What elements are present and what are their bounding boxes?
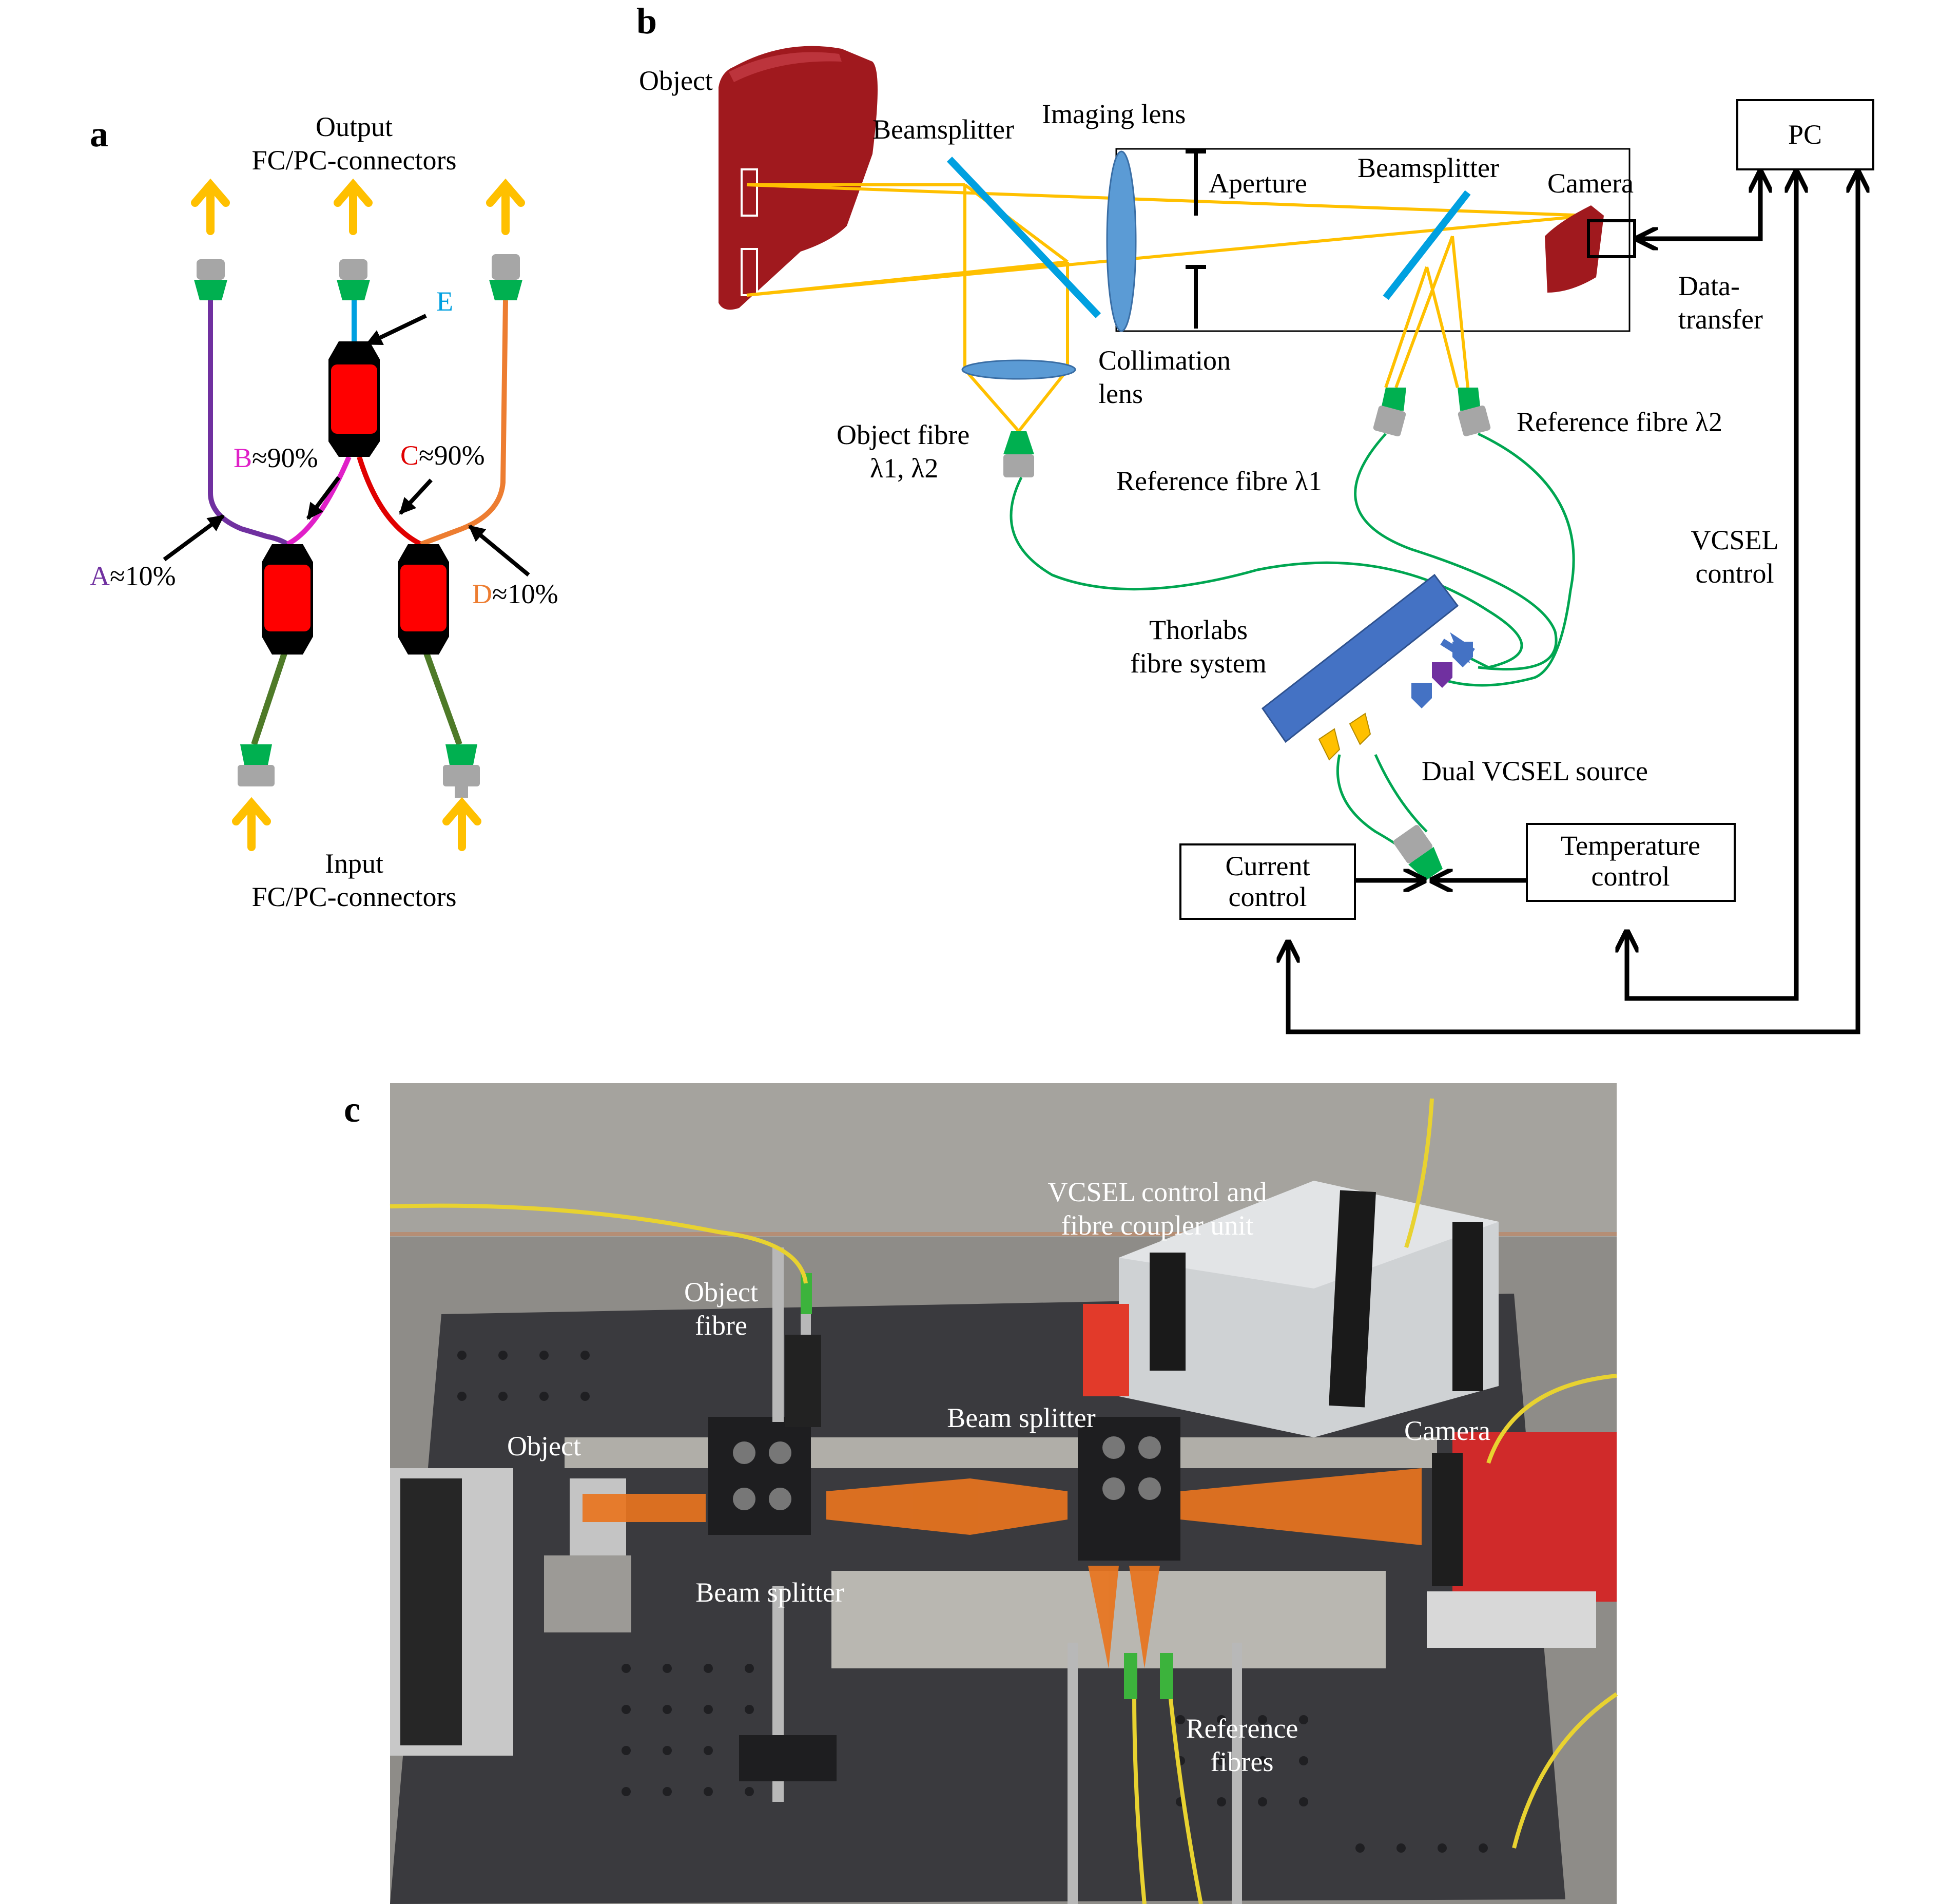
label-data-transfer-2: transfer — [1678, 304, 1763, 335]
object — [719, 46, 878, 310]
fibre-lines — [1010, 432, 1575, 863]
input-arrows — [232, 797, 481, 851]
label-current-control-1: Current — [1226, 851, 1310, 881]
panel-a: a Output FC/PC-connectors — [90, 111, 558, 912]
dual-vcsel-connector — [1393, 825, 1443, 881]
beamsplitter-left — [946, 157, 1101, 318]
label-beamsplitter-right: Beamsplitter — [1357, 152, 1499, 183]
photo-label-camera: Camera — [1404, 1415, 1490, 1446]
fibre-C — [357, 456, 422, 547]
setup-photo — [390, 1083, 1618, 1904]
label-E: E — [436, 286, 453, 317]
data-transfer-line — [1637, 172, 1760, 239]
control-lines — [1288, 172, 1858, 1034]
yellow-fibres — [390, 1098, 1618, 1904]
label-vcsel-control-1: VCSEL — [1691, 525, 1778, 555]
output-label-line2: FC/PC-connectors — [252, 145, 457, 176]
pc-box — [1736, 99, 1874, 170]
photo-label-vcsel-unit-1: VCSEL control and — [1048, 1177, 1267, 1207]
fibre-input-left — [251, 651, 288, 745]
label-thorlabs-2: fibre system — [1130, 648, 1266, 679]
label-reference-fibre-l2: Reference fibre λ2 — [1517, 407, 1722, 437]
input-label-line1: Input — [325, 848, 383, 879]
label-temperature-control-2: control — [1592, 861, 1670, 892]
label-current-control-2: control — [1229, 881, 1307, 912]
breadboard-holes — [457, 1351, 1488, 1853]
aperture — [1186, 149, 1206, 329]
coupler-top — [328, 341, 380, 457]
label-pc: PC — [1788, 119, 1822, 150]
label-temperature-control-1: Temperature — [1561, 830, 1700, 861]
photo-label-object-fibre-2: fibre — [695, 1310, 747, 1341]
photo-label-reference-1: Reference — [1186, 1713, 1298, 1744]
output-connector-middle — [337, 259, 370, 300]
imaging-lens — [1106, 150, 1137, 332]
label-aperture: Aperture — [1209, 168, 1307, 199]
label-A: A≈10% — [90, 561, 176, 591]
label-B: B≈90% — [234, 443, 318, 473]
label-object: Object — [639, 65, 713, 96]
panel-b: b Object Beamsplitt — [636, 1, 1874, 1034]
label-thorlabs-1: Thorlabs — [1149, 614, 1248, 645]
panel-c: c — [344, 1083, 1618, 1904]
output-label-line1: Output — [316, 111, 393, 142]
input-connector-right — [443, 744, 480, 798]
fibre-input-right — [423, 650, 462, 746]
label-C: C≈90% — [400, 440, 485, 471]
label-collimation-1: Collimation — [1098, 345, 1231, 376]
coupler-right — [398, 544, 449, 655]
photo-beams — [583, 1468, 1422, 1668]
output-connector-left — [194, 259, 227, 300]
object-fibre-connector — [1003, 431, 1034, 477]
pointer-arrows — [163, 314, 530, 577]
label-beamsplitter-left: Beamsplitter — [872, 114, 1014, 145]
output-connector-right — [489, 254, 522, 300]
collimation-lens — [961, 359, 1076, 380]
photo-label-beam-splitter-top: Beam splitter — [947, 1402, 1095, 1433]
panel-c-label: c — [344, 1089, 360, 1130]
label-vcsel-control-2: control — [1696, 558, 1774, 589]
thorlabs-fibre-system — [1261, 573, 1475, 761]
reference-connector-l2 — [1458, 388, 1491, 436]
label-collimation-2: lens — [1098, 378, 1143, 409]
label-object-fibre-2: λ1, λ2 — [870, 453, 938, 484]
photo-label-beam-splitter-bottom: Beam splitter — [695, 1577, 844, 1608]
output-arrows — [191, 178, 525, 235]
label-data-transfer-1: Data- — [1678, 271, 1740, 301]
camera-photo — [1427, 1432, 1617, 1648]
coupler-left — [262, 544, 313, 655]
fibre-D — [420, 300, 508, 547]
input-connector-left — [238, 744, 275, 786]
vcsel-unit — [1083, 1181, 1499, 1437]
panel-a-label: a — [90, 113, 108, 155]
photo-label-reference-2: fibres — [1211, 1746, 1274, 1777]
label-camera: Camera — [1547, 168, 1634, 199]
reference-connector-l1 — [1373, 388, 1406, 437]
photo-label-object-fibre-1: Object — [684, 1277, 758, 1307]
label-D: D≈10% — [472, 579, 558, 609]
label-imaging-lens: Imaging lens — [1042, 99, 1186, 129]
input-label-line2: FC/PC-connectors — [252, 881, 457, 912]
label-dual-vcsel: Dual VCSEL source — [1422, 756, 1648, 786]
photo-label-object: Object — [507, 1431, 581, 1461]
label-object-fibre-1: Object fibre — [837, 419, 969, 450]
label-reference-fibre-l1: Reference fibre λ1 — [1116, 466, 1322, 496]
photo-label-vcsel-unit-2: fibre coupler unit — [1061, 1210, 1254, 1241]
panel-b-label: b — [636, 1, 657, 42]
fibre-A — [208, 300, 289, 547]
